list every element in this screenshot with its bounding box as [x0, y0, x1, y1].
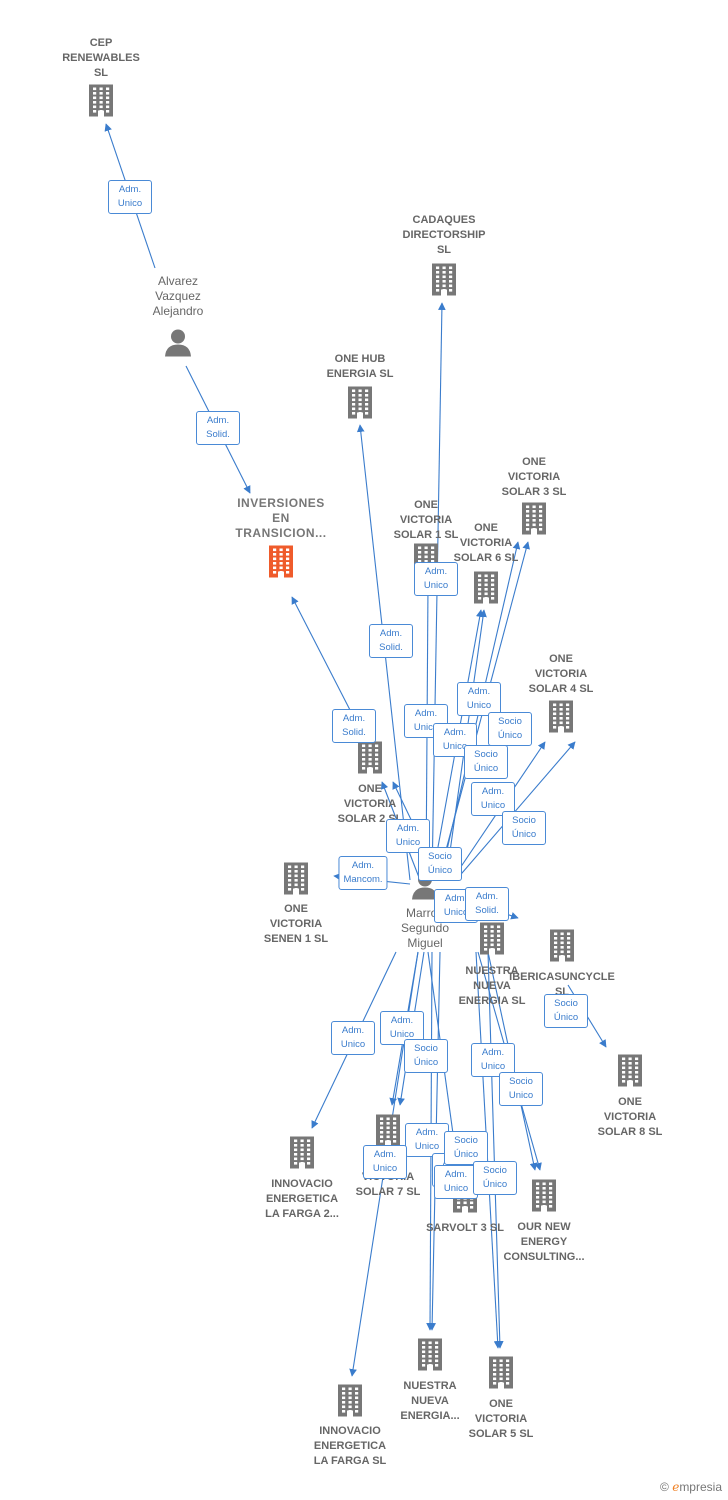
- building-icon[interactable]: [471, 571, 501, 610]
- node-label[interactable]: ONE VICTORIA SOLAR 1 SL: [393, 499, 459, 541]
- building-icon[interactable]: [615, 1054, 645, 1093]
- building-icon[interactable]: [547, 929, 577, 968]
- edge-label[interactable]: Adm. Unico: [457, 682, 501, 716]
- building-icon[interactable]: [429, 263, 459, 302]
- edge-label[interactable]: Socio Único: [544, 994, 588, 1028]
- edge-label[interactable]: Adm. Unico: [471, 782, 515, 816]
- edge-label[interactable]: Adm. Solid.: [369, 624, 413, 658]
- person-icon[interactable]: [163, 328, 193, 363]
- node-label[interactable]: OUR NEW ENERGY CONSULTING...: [503, 1221, 585, 1263]
- node-label[interactable]: ONE VICTORIA SOLAR 6 SL: [453, 522, 519, 564]
- copyright-symbol: ©: [660, 1480, 669, 1494]
- building-icon[interactable]: [546, 700, 576, 739]
- building-icon[interactable]: [415, 1338, 445, 1377]
- edge-label[interactable]: Adm. Solid.: [332, 709, 376, 743]
- node-label[interactable]: INNOVACIO ENERGETICA LA FARGA SL: [313, 1425, 387, 1467]
- node-label[interactable]: CADAQUES DIRECTORSHIP SL: [402, 214, 486, 256]
- edge-label[interactable]: Adm. Unico: [434, 1165, 478, 1199]
- edge-marro-ovs5: [487, 951, 504, 1349]
- edge-label[interactable]: Adm. Mancom.: [338, 856, 388, 890]
- node-label[interactable]: ONE HUB ENERGIA SL: [326, 353, 394, 380]
- edge-label[interactable]: Socio Único: [464, 745, 508, 779]
- edge-label[interactable]: Adm. Unico: [414, 562, 458, 596]
- node-label[interactable]: CEP RENEWABLES SL: [62, 37, 140, 79]
- edge-label[interactable]: Socio Único: [418, 847, 462, 881]
- edge-label[interactable]: Adm. Unico: [380, 1011, 424, 1045]
- edge-label[interactable]: Adm. Solid.: [196, 411, 240, 445]
- node-label[interactable]: SARVOLT 3 SL: [426, 1222, 504, 1234]
- edge-label[interactable]: Socio Único: [502, 811, 546, 845]
- building-icon[interactable]: [519, 502, 549, 541]
- building-icon[interactable]: [335, 1384, 365, 1423]
- brand-initial: e: [672, 1480, 680, 1494]
- node-label[interactable]: ONE VICTORIA SOLAR 3 SL: [501, 456, 567, 498]
- node-label[interactable]: ONE VICTORIA SOLAR 4 SL: [528, 653, 594, 695]
- edge-marro-inversiones: [291, 596, 351, 711]
- building-icon[interactable]: [529, 1179, 559, 1218]
- edge-label[interactable]: Adm. Unico: [108, 180, 152, 214]
- brand-logo: © empresia: [660, 1480, 722, 1494]
- building-icon[interactable]: [266, 545, 296, 584]
- building-icon[interactable]: [355, 741, 385, 780]
- building-icon[interactable]: [281, 862, 311, 901]
- node-label[interactable]: INVERSIONES EN TRANSICION...: [235, 496, 327, 540]
- edge-label[interactable]: Adm. Solid.: [465, 887, 509, 921]
- building-icon[interactable]: [86, 84, 116, 123]
- edge-label[interactable]: Adm. Unico: [471, 1043, 515, 1077]
- building-icon[interactable]: [287, 1136, 317, 1175]
- building-icon[interactable]: [486, 1356, 516, 1395]
- edge-label[interactable]: Socio Único: [444, 1131, 488, 1165]
- node-label[interactable]: INNOVACIO ENERGETICA LA FARGA 2...: [265, 1178, 339, 1220]
- edge-label[interactable]: Socio Único: [473, 1161, 517, 1195]
- building-icon[interactable]: [345, 386, 375, 425]
- edge-label[interactable]: Adm. Unico: [363, 1145, 407, 1179]
- node-label[interactable]: ONE VICTORIA SOLAR 5 SL: [468, 1398, 534, 1440]
- edge-label[interactable]: Adm. Unico: [405, 1123, 449, 1157]
- building-icon[interactable]: [373, 1114, 403, 1153]
- node-label[interactable]: NUESTRA NUEVA ENERGIA SL: [458, 965, 526, 1007]
- brand-name: mpresia: [679, 1480, 722, 1494]
- node-label[interactable]: ONE VICTORIA SENEN 1 SL: [263, 903, 329, 945]
- building-icon[interactable]: [477, 922, 507, 961]
- node-label[interactable]: NUESTRA NUEVA ENERGIA...: [400, 1380, 460, 1422]
- edge-label[interactable]: Socio Único: [404, 1039, 448, 1073]
- edge-label[interactable]: Socio Único: [488, 712, 532, 746]
- node-label[interactable]: ONE VICTORIA SOLAR 8 SL: [597, 1096, 663, 1138]
- edge-label[interactable]: Socio Unico: [499, 1072, 543, 1106]
- node-label[interactable]: Alvarez Vazquez Alejandro: [152, 274, 204, 318]
- edge-label[interactable]: Adm. Unico: [331, 1021, 375, 1055]
